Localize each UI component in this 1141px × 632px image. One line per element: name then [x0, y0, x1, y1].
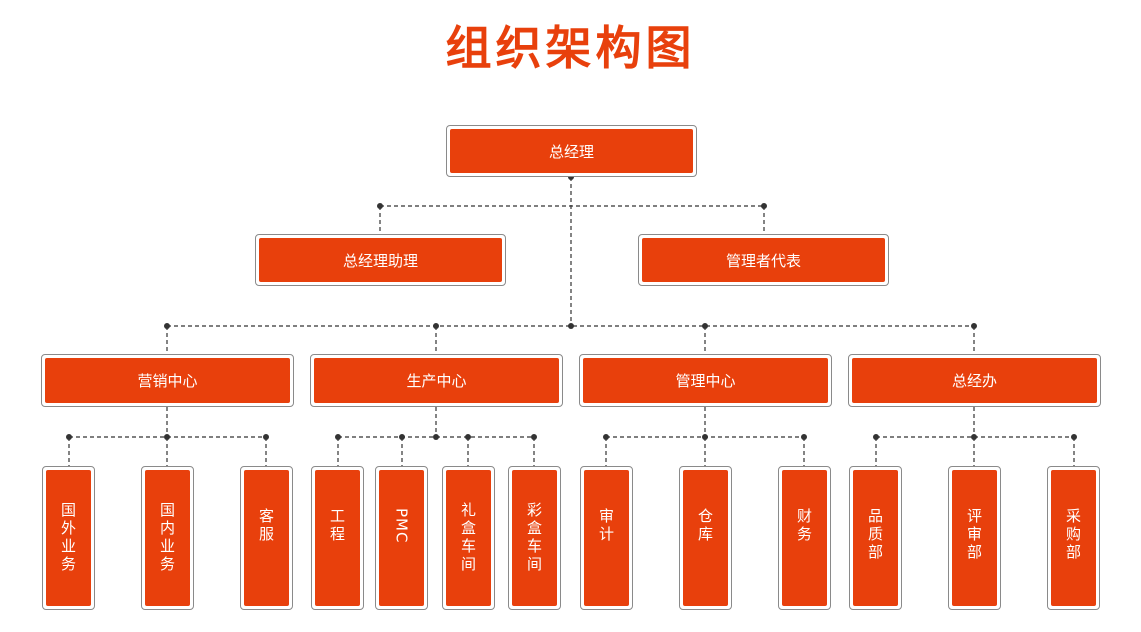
node-label: 礼盒车间	[446, 470, 491, 606]
node-label: 审计	[584, 470, 629, 606]
node-label: 彩盒车间	[512, 470, 557, 606]
node-customer-service: 客服	[240, 466, 293, 610]
node-purchasing-dept: 采购部	[1047, 466, 1100, 610]
node-label: 管理中心	[583, 358, 828, 403]
node-label: 总经理助理	[259, 238, 502, 282]
node-label: 品质部	[853, 470, 898, 606]
node-management-representative: 管理者代表	[638, 234, 889, 286]
node-engineering: 工程	[311, 466, 364, 610]
node-general-manager: 总经理	[446, 125, 697, 177]
node-label: 管理者代表	[642, 238, 885, 282]
node-finance: 财务	[778, 466, 831, 610]
node-domestic-business: 国内业务	[141, 466, 194, 610]
node-marketing-center: 营销中心	[41, 354, 294, 407]
node-evaluation-dept: 评审部	[948, 466, 1001, 610]
node-production-center: 生产中心	[310, 354, 563, 407]
node-label: 评审部	[952, 470, 997, 606]
node-general-office: 总经办	[848, 354, 1101, 407]
node-label: 采购部	[1051, 470, 1096, 606]
node-label: 营销中心	[45, 358, 290, 403]
node-label: 国外业务	[46, 470, 91, 606]
node-label: 国内业务	[145, 470, 190, 606]
node-intl-business: 国外业务	[42, 466, 95, 610]
node-warehouse: 仓库	[679, 466, 732, 610]
node-label: PMC	[379, 470, 424, 606]
node-label: 总经理	[450, 129, 693, 173]
node-quality-dept: 品质部	[849, 466, 902, 610]
page-title: 组织架构图	[445, 21, 696, 75]
node-audit: 审计	[580, 466, 633, 610]
node-gm-assistant: 总经理助理	[255, 234, 506, 286]
node-label: 生产中心	[314, 358, 559, 403]
node-management-center: 管理中心	[579, 354, 832, 407]
node-label: 客服	[244, 470, 289, 606]
node-gift-box-workshop: 礼盒车间	[442, 466, 495, 610]
node-label: 财务	[782, 470, 827, 606]
node-label: 工程	[315, 470, 360, 606]
node-pmc: PMC	[375, 466, 428, 610]
node-label: 仓库	[683, 470, 728, 606]
node-color-box-workshop: 彩盒车间	[508, 466, 561, 610]
node-label: 总经办	[852, 358, 1097, 403]
